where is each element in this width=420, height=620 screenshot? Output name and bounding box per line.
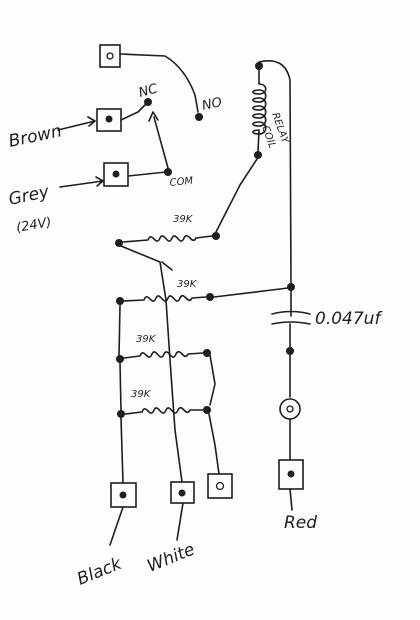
r3-right-node bbox=[203, 349, 211, 357]
resistor-r1 bbox=[122, 234, 213, 243]
resistor-r4 bbox=[124, 406, 204, 415]
nc-label: NC bbox=[137, 81, 160, 101]
black-lead-line bbox=[109, 506, 124, 546]
white-wire-label: White bbox=[144, 540, 197, 577]
terminal-grey bbox=[103, 162, 129, 187]
wire-r4-to-black bbox=[120, 417, 124, 484]
grey-wire-label: Grey bbox=[7, 182, 52, 210]
wire-coil-to-r1 bbox=[215, 158, 258, 233]
black-wire-label: Black bbox=[74, 553, 125, 589]
com-label: COM bbox=[169, 176, 194, 189]
r2-label: 39K bbox=[177, 279, 198, 290]
wire-r4-to-open-terminal bbox=[208, 413, 220, 475]
relay-switch-arm bbox=[148, 111, 169, 169]
red-lead-line bbox=[289, 488, 293, 511]
brown-lead-arrow bbox=[57, 116, 96, 131]
relay-coil bbox=[252, 69, 267, 153]
capacitor-label: 0.047uf bbox=[315, 309, 383, 329]
wire-coil-to-rail bbox=[258, 60, 292, 287]
grey-lead-arrow bbox=[59, 176, 104, 188]
r1-right-node bbox=[212, 232, 220, 240]
red-wire-label: Red bbox=[284, 513, 317, 533]
r4-right-node bbox=[203, 406, 211, 414]
capacitor-bottom-node bbox=[286, 347, 294, 355]
r2-right-node bbox=[206, 293, 214, 301]
terminal-open bbox=[207, 473, 233, 499]
coil-top-node bbox=[255, 62, 263, 70]
resistor-r3 bbox=[123, 350, 204, 359]
terminal-white bbox=[170, 481, 195, 504]
terminal-top bbox=[99, 44, 121, 68]
capacitor-plates bbox=[271, 290, 311, 349]
no-label: NO bbox=[201, 95, 224, 114]
wire-top-terminal-to-no bbox=[119, 53, 199, 113]
fuse-center bbox=[286, 405, 294, 413]
terminal-brown bbox=[96, 108, 122, 132]
fuse-ring bbox=[279, 398, 301, 420]
r2-left-node bbox=[116, 297, 124, 305]
wire-grey-terminal-to-com bbox=[127, 171, 167, 177]
r3-label: 39K bbox=[136, 334, 157, 345]
r4-left-node bbox=[117, 410, 125, 418]
resistor-r2 bbox=[123, 294, 207, 302]
nc-contact bbox=[144, 98, 152, 106]
grey-voltage-label: (24V) bbox=[15, 215, 53, 236]
terminal-black bbox=[110, 482, 137, 508]
brown-wire-label: Brown bbox=[7, 121, 64, 152]
r1-left-node bbox=[115, 239, 123, 247]
r1-label: 39K bbox=[173, 214, 194, 225]
wire-r1-to-white bbox=[120, 245, 183, 483]
no-contact bbox=[195, 113, 203, 121]
coil-bottom-node bbox=[254, 151, 262, 159]
rail-top-junction bbox=[287, 283, 295, 291]
wire-r2-to-rail bbox=[213, 287, 289, 298]
wire-r3-to-r4 bbox=[209, 354, 216, 406]
r3-left-node bbox=[116, 355, 124, 363]
wire-r1-cross bbox=[161, 261, 173, 271]
r4-label: 39K bbox=[131, 389, 152, 400]
wire-brown-terminal-to-nc bbox=[120, 103, 147, 121]
terminal-red bbox=[278, 459, 304, 490]
white-lead-line bbox=[176, 502, 184, 541]
com-contact bbox=[164, 168, 172, 176]
